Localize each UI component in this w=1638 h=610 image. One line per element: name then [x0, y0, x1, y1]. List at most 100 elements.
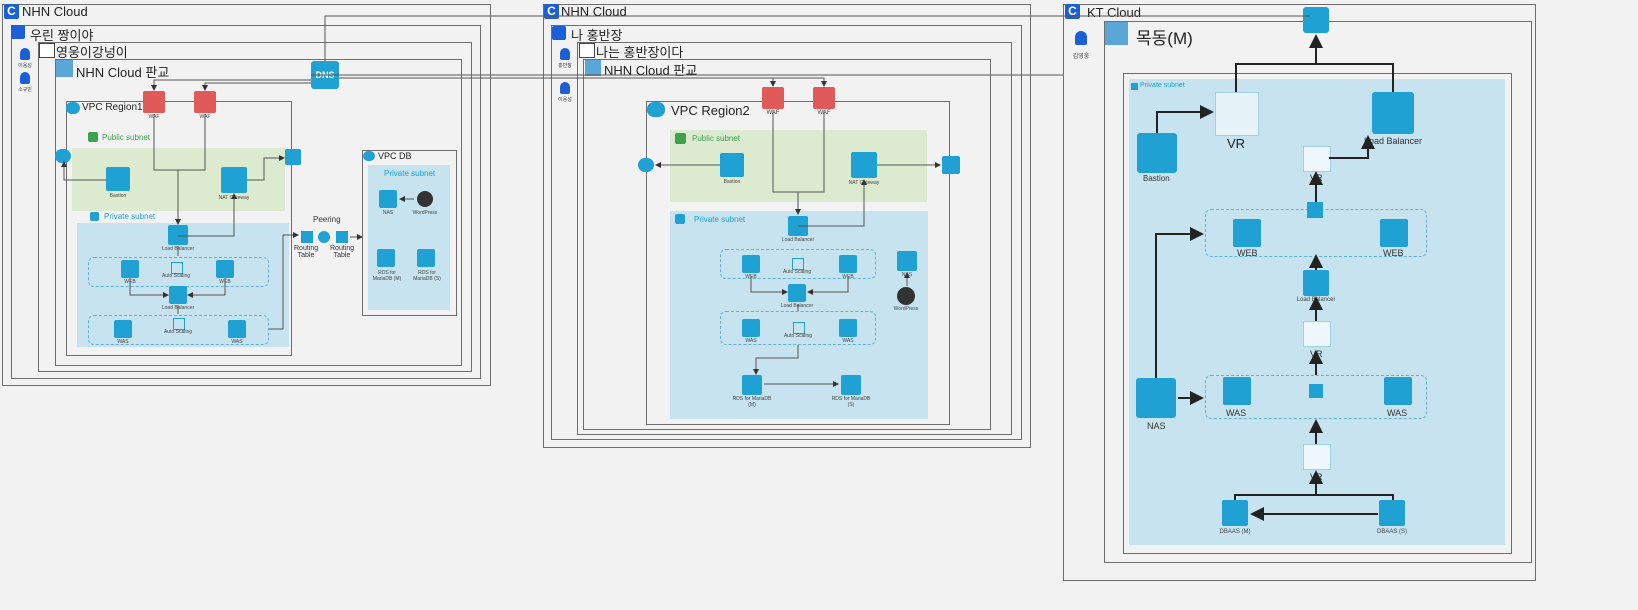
waf-firewall-icon: [194, 91, 216, 113]
zone-title: 목동(M): [1136, 29, 1193, 48]
user-icon: [20, 48, 30, 60]
lock-icon: [1131, 83, 1138, 90]
user-label: 이용성: [558, 97, 572, 103]
user-label: 소규빈: [18, 87, 32, 93]
middle-project-title: 나는 홍반장이다: [596, 45, 684, 60]
was-label: WAS: [842, 338, 854, 344]
web-server-icon: [216, 260, 234, 278]
lb-label: Load Balancer: [781, 237, 815, 243]
private-subnet-1-label: Private subnet: [104, 212, 156, 221]
load-balancer-top-label: Load Balancer: [1364, 136, 1423, 146]
vpc-region1-title: VPC Region1: [82, 102, 143, 113]
vr-top-label: VR: [1227, 136, 1246, 151]
vpc-cloud-icon: [647, 102, 665, 117]
web-label: WEB: [1237, 248, 1258, 258]
project-icon: [579, 43, 595, 58]
autoscaling-group-top: [720, 249, 876, 279]
waf-firewall-icon: [813, 87, 835, 109]
autoscaling-icon: [793, 322, 805, 334]
internet-cloud-icon: [55, 149, 71, 163]
routing-table-label: Routing Table: [294, 245, 319, 259]
public-subnet-1-label: Public subnet: [102, 133, 151, 142]
nhn-cloud-logo-icon: C: [544, 4, 559, 19]
was-label: WAS: [745, 338, 757, 344]
internet-cloud-icon: [638, 158, 654, 172]
wordpress-label: WordPress: [893, 306, 919, 312]
mariadb-icon: [841, 375, 861, 395]
web-label: WEB: [1383, 248, 1404, 258]
bastion-label: Bastion: [723, 179, 741, 185]
nas-label: NAS: [1147, 421, 1166, 431]
nhn-cloud-logo-icon: C: [1065, 4, 1080, 19]
was-server-icon: [114, 320, 132, 338]
user-icon: [560, 82, 570, 94]
bastion-server-icon: [106, 167, 130, 191]
was-label: WAS: [1226, 408, 1247, 418]
wordpress-icon: [897, 287, 915, 305]
load-balancer-icon: [168, 225, 188, 245]
middle-region-title: NHN Cloud 판교: [604, 63, 698, 78]
kt-was-group: [1205, 375, 1427, 419]
vpc-region1-frame: [66, 101, 292, 356]
was-label: WAS: [1387, 408, 1408, 418]
was-server-icon: [1384, 377, 1412, 405]
internet-gateway-icon: [285, 149, 301, 165]
public-subnet-2: [670, 130, 927, 202]
mariadb-icon: [377, 249, 395, 267]
web-server-icon: [742, 255, 760, 273]
load-balancer-icon: [169, 286, 187, 304]
left-region-frame: [55, 59, 462, 366]
db-label: RDS for MariaDB (S): [413, 270, 441, 282]
user-icon: [20, 72, 30, 84]
nhn-cloud-logo-icon: C: [4, 4, 19, 19]
middle-provider-title: NHN Cloud: [561, 4, 627, 19]
vpc-db-private-label: Private subnet: [384, 169, 436, 178]
user-icon: [560, 48, 570, 60]
was-label: WAS: [117, 339, 129, 345]
lock-icon: [90, 212, 99, 221]
autoscaling-icon: [792, 258, 804, 270]
autoscaling-group-bottom: [88, 315, 269, 345]
bastion-label: Bastion: [1143, 174, 1170, 183]
lb-label: Load Balancer: [780, 303, 814, 309]
peering-icon: [318, 231, 330, 243]
vpc-db-private-subnet: [368, 165, 450, 310]
nat-gateway-icon: [851, 152, 877, 178]
public-subnet-2-label: Public subnet: [692, 134, 741, 143]
user-label: 홍반장: [558, 63, 572, 69]
scaling-label: Auto Scaling: [161, 273, 191, 279]
right-cloud-frame: [1063, 4, 1536, 581]
nas-icon: [1136, 378, 1176, 418]
load-balancer-icon: [1372, 92, 1414, 134]
was-server-icon: [742, 319, 760, 337]
was-server-icon: [839, 319, 857, 337]
dbaas-s-label: DBAAS (S): [1376, 529, 1407, 535]
vpc-region2-title: VPC Region2: [671, 103, 750, 118]
web-server-icon: [121, 260, 139, 278]
middle-org-title: 나 홍반장: [571, 28, 623, 43]
dbaas-icon: [1379, 500, 1405, 526]
was-server-icon: [228, 320, 246, 338]
vr-icon: [1303, 444, 1331, 470]
lock-icon: [88, 132, 98, 142]
org-building-icon: [11, 25, 25, 39]
scaling-label: Auto Scaling: [783, 333, 813, 339]
routing-table-icon: [336, 231, 348, 243]
middle-cloud-frame: [543, 4, 1031, 448]
region-flag-icon: [56, 60, 73, 77]
autoscaling-icon: [1307, 202, 1323, 218]
vpc-cloud-icon: [363, 151, 375, 161]
lock-icon: [675, 214, 685, 224]
routing-table-label: Routing Table: [330, 245, 355, 259]
web-server-icon: [1233, 219, 1261, 247]
middle-project-frame: [577, 42, 1012, 435]
autoscaling-icon: [1309, 384, 1323, 398]
middle-region-frame: [583, 59, 991, 430]
waf-firewall-icon: [762, 87, 784, 109]
wordpress-label: WordPress: [412, 210, 438, 216]
vpc-region2-frame: [646, 101, 950, 425]
bastion-server-icon: [720, 153, 744, 177]
nas-label: NAS: [382, 210, 394, 216]
mariadb-icon: [417, 249, 435, 267]
project-icon: [39, 43, 55, 58]
